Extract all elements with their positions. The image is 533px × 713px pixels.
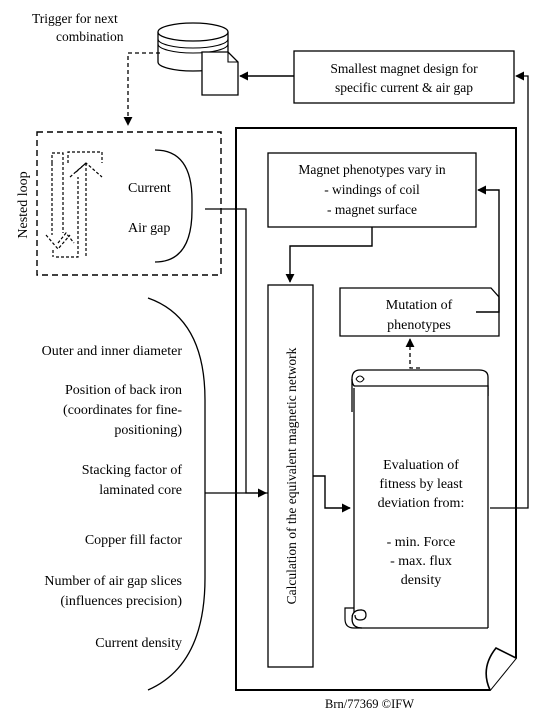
evaluation-line4: - min. Force <box>387 535 456 550</box>
evaluation-line3: deviation from: <box>378 496 465 511</box>
database-icon <box>157 22 229 72</box>
arrow-phenotypes-to-calculation <box>285 227 373 283</box>
frame-fold <box>485 646 517 691</box>
evaluation-scroll <box>344 369 489 629</box>
document-icon <box>201 51 239 96</box>
calculation-label: Calculation of the equivalent magnetic n… <box>284 347 299 604</box>
evaluation-line6: density <box>401 573 441 588</box>
line-from-evaluation-to-result <box>490 71 529 509</box>
mutation-box <box>339 287 500 337</box>
evaluation-line2: fitness by least <box>379 477 462 492</box>
param-outer-inner: Outer and inner diameter <box>42 344 183 359</box>
dashed-arrow-to-nested-loop <box>123 52 160 126</box>
nested-loop-current: Current <box>128 181 171 196</box>
mutation-line2: phenotypes <box>387 318 451 333</box>
nested-loop-box <box>36 131 222 276</box>
parameters-bracket <box>147 297 206 691</box>
trigger-label-line2: combination <box>56 29 124 44</box>
param-back-iron-2: (coordinates for fine- <box>63 403 182 418</box>
evaluation-line1: Evaluation of <box>383 458 459 473</box>
phenotypes-line1: Magnet phenotypes vary in <box>298 162 446 177</box>
phenotypes-line3: - magnet surface <box>327 202 417 217</box>
arrow-mutation-to-phenotypes <box>476 185 500 313</box>
phenotypes-line2: - windings of coil <box>324 182 420 197</box>
mutation-line1: Mutation of <box>386 298 453 313</box>
smallest-design-line2: specific current & air gap <box>335 80 473 95</box>
nested-loop-bracket <box>154 149 193 263</box>
param-slices-2: (influences precision) <box>60 594 182 609</box>
param-back-iron-3: positioning) <box>114 423 182 438</box>
arrow-calculation-to-evaluation <box>313 475 351 513</box>
phenotypes-box <box>267 152 477 228</box>
param-stacking-2: laminated core <box>99 483 182 498</box>
smallest-design-line1: Smallest magnet design for <box>330 61 478 76</box>
nested-loop-air-gap: Air gap <box>128 221 170 236</box>
param-stacking-1: Stacking factor of <box>82 463 183 478</box>
smallest-design-box <box>293 50 515 104</box>
param-copper: Copper fill factor <box>85 533 183 548</box>
param-current-density: Current density <box>95 636 182 651</box>
footer-credit: Brn/77369 ©IFW <box>325 697 414 711</box>
evaluation-line5: - max. flux <box>390 554 452 569</box>
trigger-label-line1: Trigger for next <box>32 11 118 26</box>
param-slices-1: Number of air gap slices <box>44 574 182 589</box>
calculation-box <box>267 284 314 668</box>
nested-loop-label: Nested loop <box>16 171 31 238</box>
param-back-iron-1: Position of back iron <box>65 383 182 398</box>
nested-loop-icon <box>45 151 103 258</box>
